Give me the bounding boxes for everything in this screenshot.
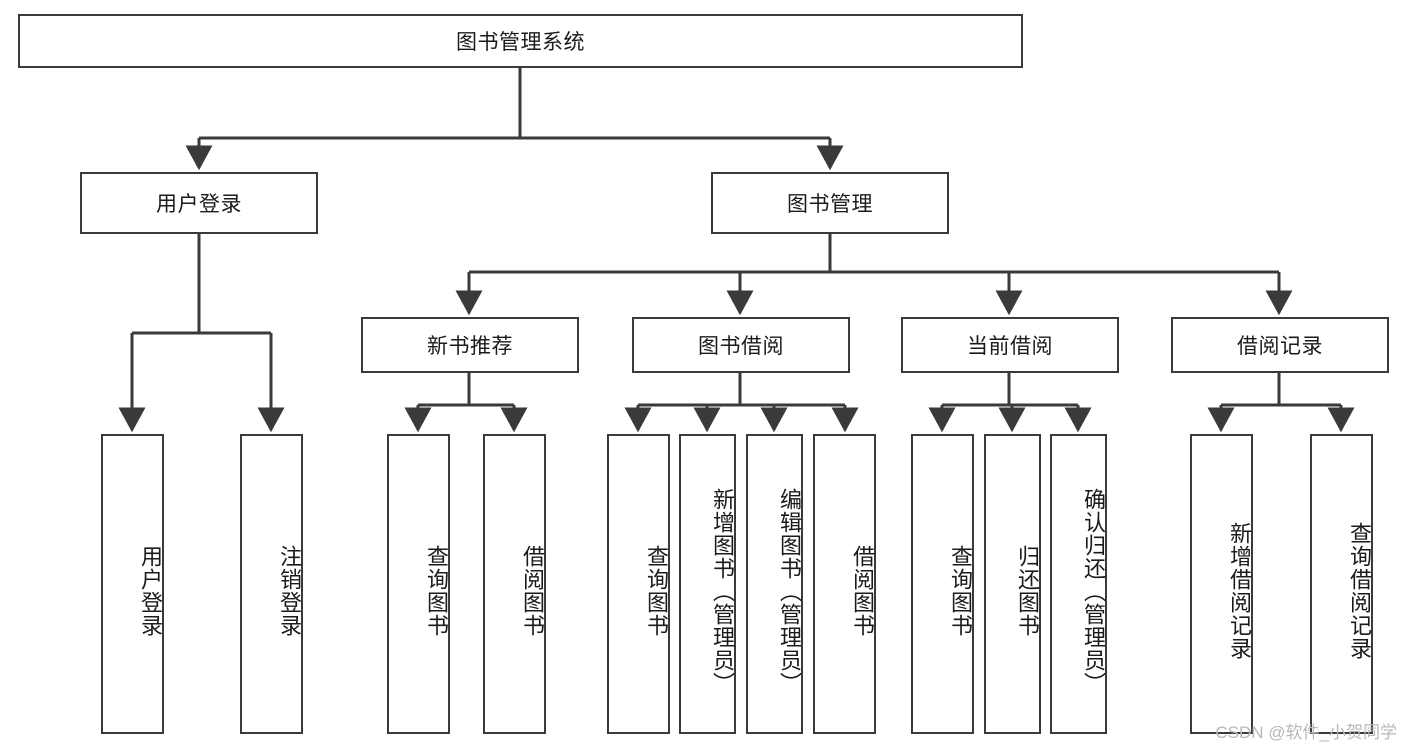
- node-book-management[interactable]: 图书管理: [711, 172, 949, 234]
- leaf-node-label: 归还图书: [1015, 545, 1040, 637]
- node-new-book-recommend-label: 新书推荐: [427, 335, 513, 358]
- leaf-node-label: 借阅图书: [850, 545, 875, 637]
- leaf-node[interactable]: 用户登录: [101, 434, 164, 734]
- leaf-node-label: 查询图书: [948, 545, 973, 637]
- leaf-node-label: 用户登录: [138, 545, 163, 637]
- leaf-node-label: 借阅图书: [520, 545, 545, 637]
- leaf-node[interactable]: 归还图书: [984, 434, 1041, 734]
- node-borrow-record-label: 借阅记录: [1237, 335, 1323, 358]
- node-root-label: 图书管理系统: [456, 31, 585, 54]
- leaf-node-label: 查询图书: [644, 545, 669, 637]
- leaf-node[interactable]: 查询图书: [911, 434, 974, 734]
- leaf-node-label: 查询图书: [424, 545, 449, 637]
- leaf-node[interactable]: 借阅图书: [813, 434, 876, 734]
- leaf-node-label: 编辑图书（管理员）: [777, 487, 802, 695]
- leaf-node-label: 查询借阅记录: [1347, 522, 1372, 660]
- node-root[interactable]: 图书管理系统: [18, 14, 1023, 68]
- leaf-node[interactable]: 借阅图书: [483, 434, 546, 734]
- node-current-borrow[interactable]: 当前借阅: [901, 317, 1119, 373]
- watermark: CSDN @软件_小贺同学: [1215, 723, 1397, 742]
- node-book-borrow-label: 图书借阅: [698, 335, 784, 358]
- node-new-book-recommend[interactable]: 新书推荐: [361, 317, 579, 373]
- node-user-login-label: 用户登录: [156, 193, 242, 216]
- node-borrow-record[interactable]: 借阅记录: [1171, 317, 1389, 373]
- leaf-node[interactable]: 编辑图书（管理员）: [746, 434, 803, 734]
- node-current-borrow-label: 当前借阅: [967, 335, 1053, 358]
- leaf-node[interactable]: 注销登录: [240, 434, 303, 734]
- leaf-node-label: 新增图书（管理员）: [710, 487, 735, 695]
- leaf-node[interactable]: 查询借阅记录: [1310, 434, 1373, 734]
- leaf-node-label: 注销登录: [277, 545, 302, 637]
- node-book-borrow[interactable]: 图书借阅: [632, 317, 850, 373]
- leaf-node-label: 新增借阅记录: [1227, 522, 1252, 660]
- leaf-node[interactable]: 新增图书（管理员）: [679, 434, 736, 734]
- leaf-node[interactable]: 查询图书: [607, 434, 670, 734]
- leaf-node-label: 确认归还（管理员）: [1081, 487, 1106, 695]
- leaf-node[interactable]: 新增借阅记录: [1190, 434, 1253, 734]
- leaf-node[interactable]: 确认归还（管理员）: [1050, 434, 1107, 734]
- node-book-management-label: 图书管理: [787, 193, 873, 216]
- leaf-node[interactable]: 查询图书: [387, 434, 450, 734]
- node-user-login[interactable]: 用户登录: [80, 172, 318, 234]
